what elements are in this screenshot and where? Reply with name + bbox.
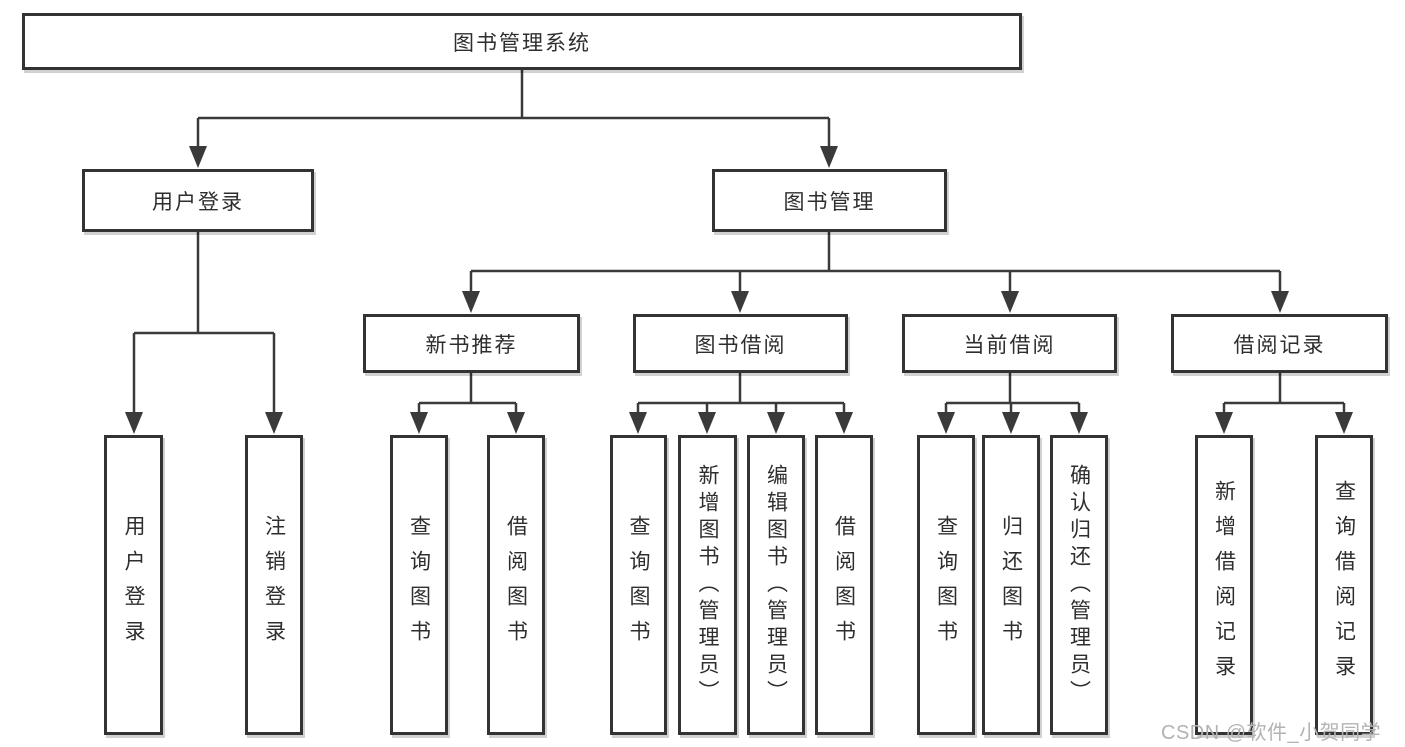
node-label: 当前借阅 <box>963 333 1056 357</box>
arrowhead-down-icon <box>1070 412 1088 434</box>
node-label: 新书推荐 <box>425 333 518 357</box>
arrowhead-down-icon <box>1215 412 1233 434</box>
node-label: 新增借阅记录 <box>1212 480 1236 690</box>
leaf-user-login: 用户登录 <box>104 435 163 735</box>
node-label: 注销登录 <box>262 515 286 655</box>
arrowhead-down-icon <box>698 412 716 434</box>
node-label: 借阅图书 <box>832 515 856 655</box>
leaf-add-book-admin: 新增图书（管理员） <box>678 435 737 735</box>
csdn-watermark: CSDN @软件_小贺同学 <box>1161 722 1382 744</box>
node-label: 查询借阅记录 <box>1332 480 1356 690</box>
leaf-add-borrow-record: 新增借阅记录 <box>1195 435 1253 735</box>
node-label: 借阅记录 <box>1233 333 1326 357</box>
arrowhead-down-icon <box>462 291 480 313</box>
node-current-borrowing: 当前借阅 <box>902 314 1117 373</box>
leaf-logout: 注销登录 <box>245 435 303 735</box>
leaf-edit-book-admin: 编辑图书（管理员） <box>747 435 805 735</box>
node-label: 用户登录 <box>122 515 145 655</box>
leaf-return-book: 归还图书 <box>982 435 1040 735</box>
leaf-query-borrow-record: 查询借阅记录 <box>1315 435 1373 735</box>
leaf-recommend-borrow-book: 借阅图书 <box>487 435 545 735</box>
leaf-borrowing-borrow-book: 借阅图书 <box>815 435 873 735</box>
arrowhead-down-icon <box>937 412 955 434</box>
leaf-confirm-return-admin: 确认归还（管理员） <box>1050 435 1108 735</box>
arrowhead-down-icon <box>265 412 283 434</box>
leaf-current-query-book: 查询图书 <box>917 435 975 735</box>
leaf-borrowing-query-book: 查询图书 <box>610 435 667 735</box>
connector-lines <box>132 70 1346 418</box>
arrowhead-down-icon <box>629 412 647 434</box>
node-label: 编辑图书（管理员） <box>764 463 788 707</box>
arrowhead-down-icon <box>1002 412 1020 434</box>
node-label: 查询图书 <box>407 515 431 655</box>
node-label: 用户登录 <box>152 190 244 214</box>
arrowhead-down-icon <box>1335 412 1353 434</box>
node-label: 图书管理 <box>783 190 876 214</box>
node-root-library-management-system: 图书管理系统 <box>22 13 1022 70</box>
arrowhead-down-icon <box>767 412 785 434</box>
node-label: 归还图书 <box>999 515 1023 655</box>
node-label: 图书管理系统 <box>453 31 591 55</box>
arrowhead-down-icon <box>507 412 525 434</box>
node-borrowing-records: 借阅记录 <box>1171 314 1388 373</box>
arrowhead-down-icon <box>125 412 143 434</box>
arrowhead-down-icon <box>410 412 428 434</box>
node-book-management: 图书管理 <box>712 169 947 232</box>
arrowhead-down-icon <box>1271 291 1289 313</box>
arrowheads-group <box>125 146 1353 434</box>
node-label: 新增图书（管理员） <box>696 463 719 707</box>
arrowhead-down-icon <box>731 291 749 313</box>
leaf-recommend-query-book: 查询图书 <box>390 435 448 735</box>
arrowhead-down-icon <box>820 146 838 168</box>
node-label: 确认归还（管理员） <box>1067 463 1091 707</box>
node-label: 查询图书 <box>934 515 958 655</box>
arrowhead-down-icon <box>835 412 853 434</box>
arrowhead-down-icon <box>1001 291 1019 313</box>
node-user-login: 用户登录 <box>82 169 314 232</box>
node-book-borrowing: 图书借阅 <box>633 314 848 373</box>
node-label: 借阅图书 <box>504 515 528 655</box>
arrowhead-down-icon <box>189 146 207 168</box>
node-label: 查询图书 <box>627 515 650 655</box>
node-new-book-recommendation: 新书推荐 <box>363 314 580 373</box>
node-label: 图书借阅 <box>694 333 787 357</box>
